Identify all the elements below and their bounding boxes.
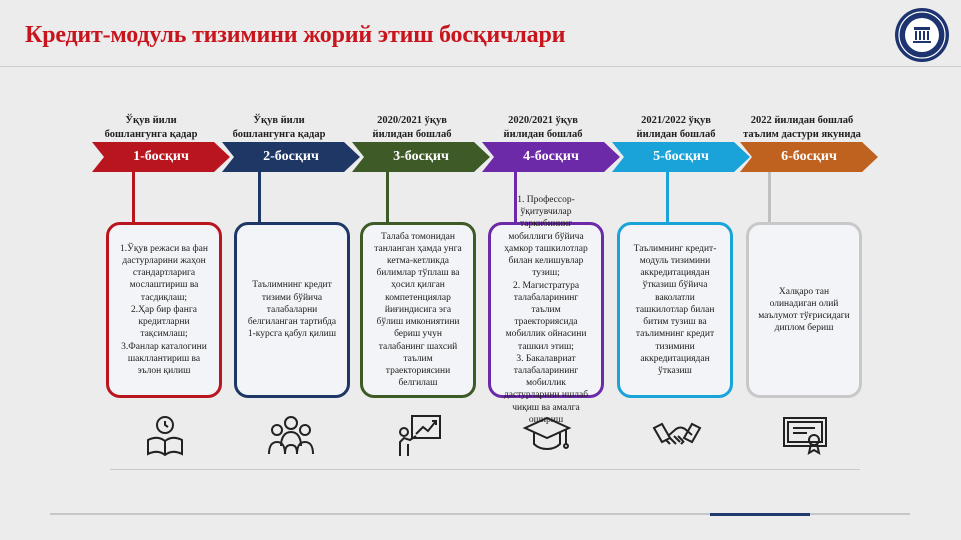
step5-chevron: 5-босқич <box>612 142 750 172</box>
step6-label: 6-босқич <box>781 149 837 164</box>
step3-chevron: 3-босқич <box>352 142 490 172</box>
step4-caption: 2020/2021 ўқув йилидан бошлаб <box>503 115 583 140</box>
step2-label: 2-босқич <box>263 149 319 164</box>
step5-connector <box>666 172 669 224</box>
university-emblem-icon <box>895 8 949 62</box>
step4-description: 1. Профессор-ўқитувчилар таркибининг моб… <box>503 195 589 425</box>
step6-connector <box>768 172 771 224</box>
step5-label: 5-босқич <box>653 149 709 164</box>
step3-description-box: Талаба томонидан танланган ҳамда унга ке… <box>360 222 476 398</box>
step1-caption: Ўқув йили бошлангунга қадар <box>104 115 198 140</box>
step5-caption: 2021/2022 ўқув йилидан бошлаб <box>636 115 716 140</box>
page-title: Кредит-модуль тизимини жорий этиш босқич… <box>25 22 566 48</box>
step1-connector <box>132 172 135 224</box>
step3-caption: 2020/2021 ўқув йилидан бошлаб <box>372 115 452 140</box>
step2-chevron: 2-босқич <box>222 142 360 172</box>
handshake-icon <box>652 422 702 445</box>
step2-connector <box>258 172 261 224</box>
step1-description-box: 1.Ўқув режаси ва фан дастурларини жаҳон … <box>106 222 222 398</box>
students-group-icon <box>268 416 314 455</box>
step6-caption: 2022 йилидан бошлаб таълим дастури якуни… <box>743 115 861 140</box>
step6-chevron: 6-босқич <box>740 142 878 172</box>
icons-baseline <box>110 469 860 470</box>
step2-caption: Ўқув йили бошлангунга қадар <box>232 115 326 140</box>
step4-connector <box>514 172 517 224</box>
step3-connector <box>386 172 389 224</box>
step2-description-box: Таълимнинг кредит тизими бўйича талабала… <box>234 222 350 398</box>
title-divider <box>0 66 961 67</box>
footer-accent-bar <box>710 513 810 516</box>
step6-description-box: Халқаро тан олинадиган олий маълумот тўғ… <box>746 222 862 398</box>
step5-description: Таълимнинг кредит-модуль тизимини аккред… <box>633 243 717 376</box>
step6-description: Халқаро тан олинадиган олий маълумот тўғ… <box>758 286 850 334</box>
graduation-cap-icon <box>522 416 572 451</box>
step4-description-box: 1. Профессор-ўқитувчилар таркибининг моб… <box>488 195 604 425</box>
step3-description: Талаба томонидан танланган ҳамда унга ке… <box>374 231 462 389</box>
footer-divider <box>50 513 910 515</box>
step4-chevron: 4-босқич <box>482 142 620 172</box>
step1-description: 1.Ўқув режаси ва фан дастурларини жаҳон … <box>120 243 208 376</box>
step2-description: Таълимнинг кредит тизими бўйича талабала… <box>247 280 337 340</box>
step5-description-box: Таълимнинг кредит-модуль тизимини аккред… <box>617 222 733 398</box>
diploma-certificate-icon <box>783 417 827 456</box>
step3-label: 3-босқич <box>393 149 449 164</box>
step4-label: 4-босқич <box>523 149 579 164</box>
reading-book-icon <box>147 416 183 457</box>
step1-chevron: 1-босқич <box>92 142 230 172</box>
step1-label: 1-босқич <box>133 149 189 164</box>
growth-chart-presenter-icon <box>399 415 441 456</box>
